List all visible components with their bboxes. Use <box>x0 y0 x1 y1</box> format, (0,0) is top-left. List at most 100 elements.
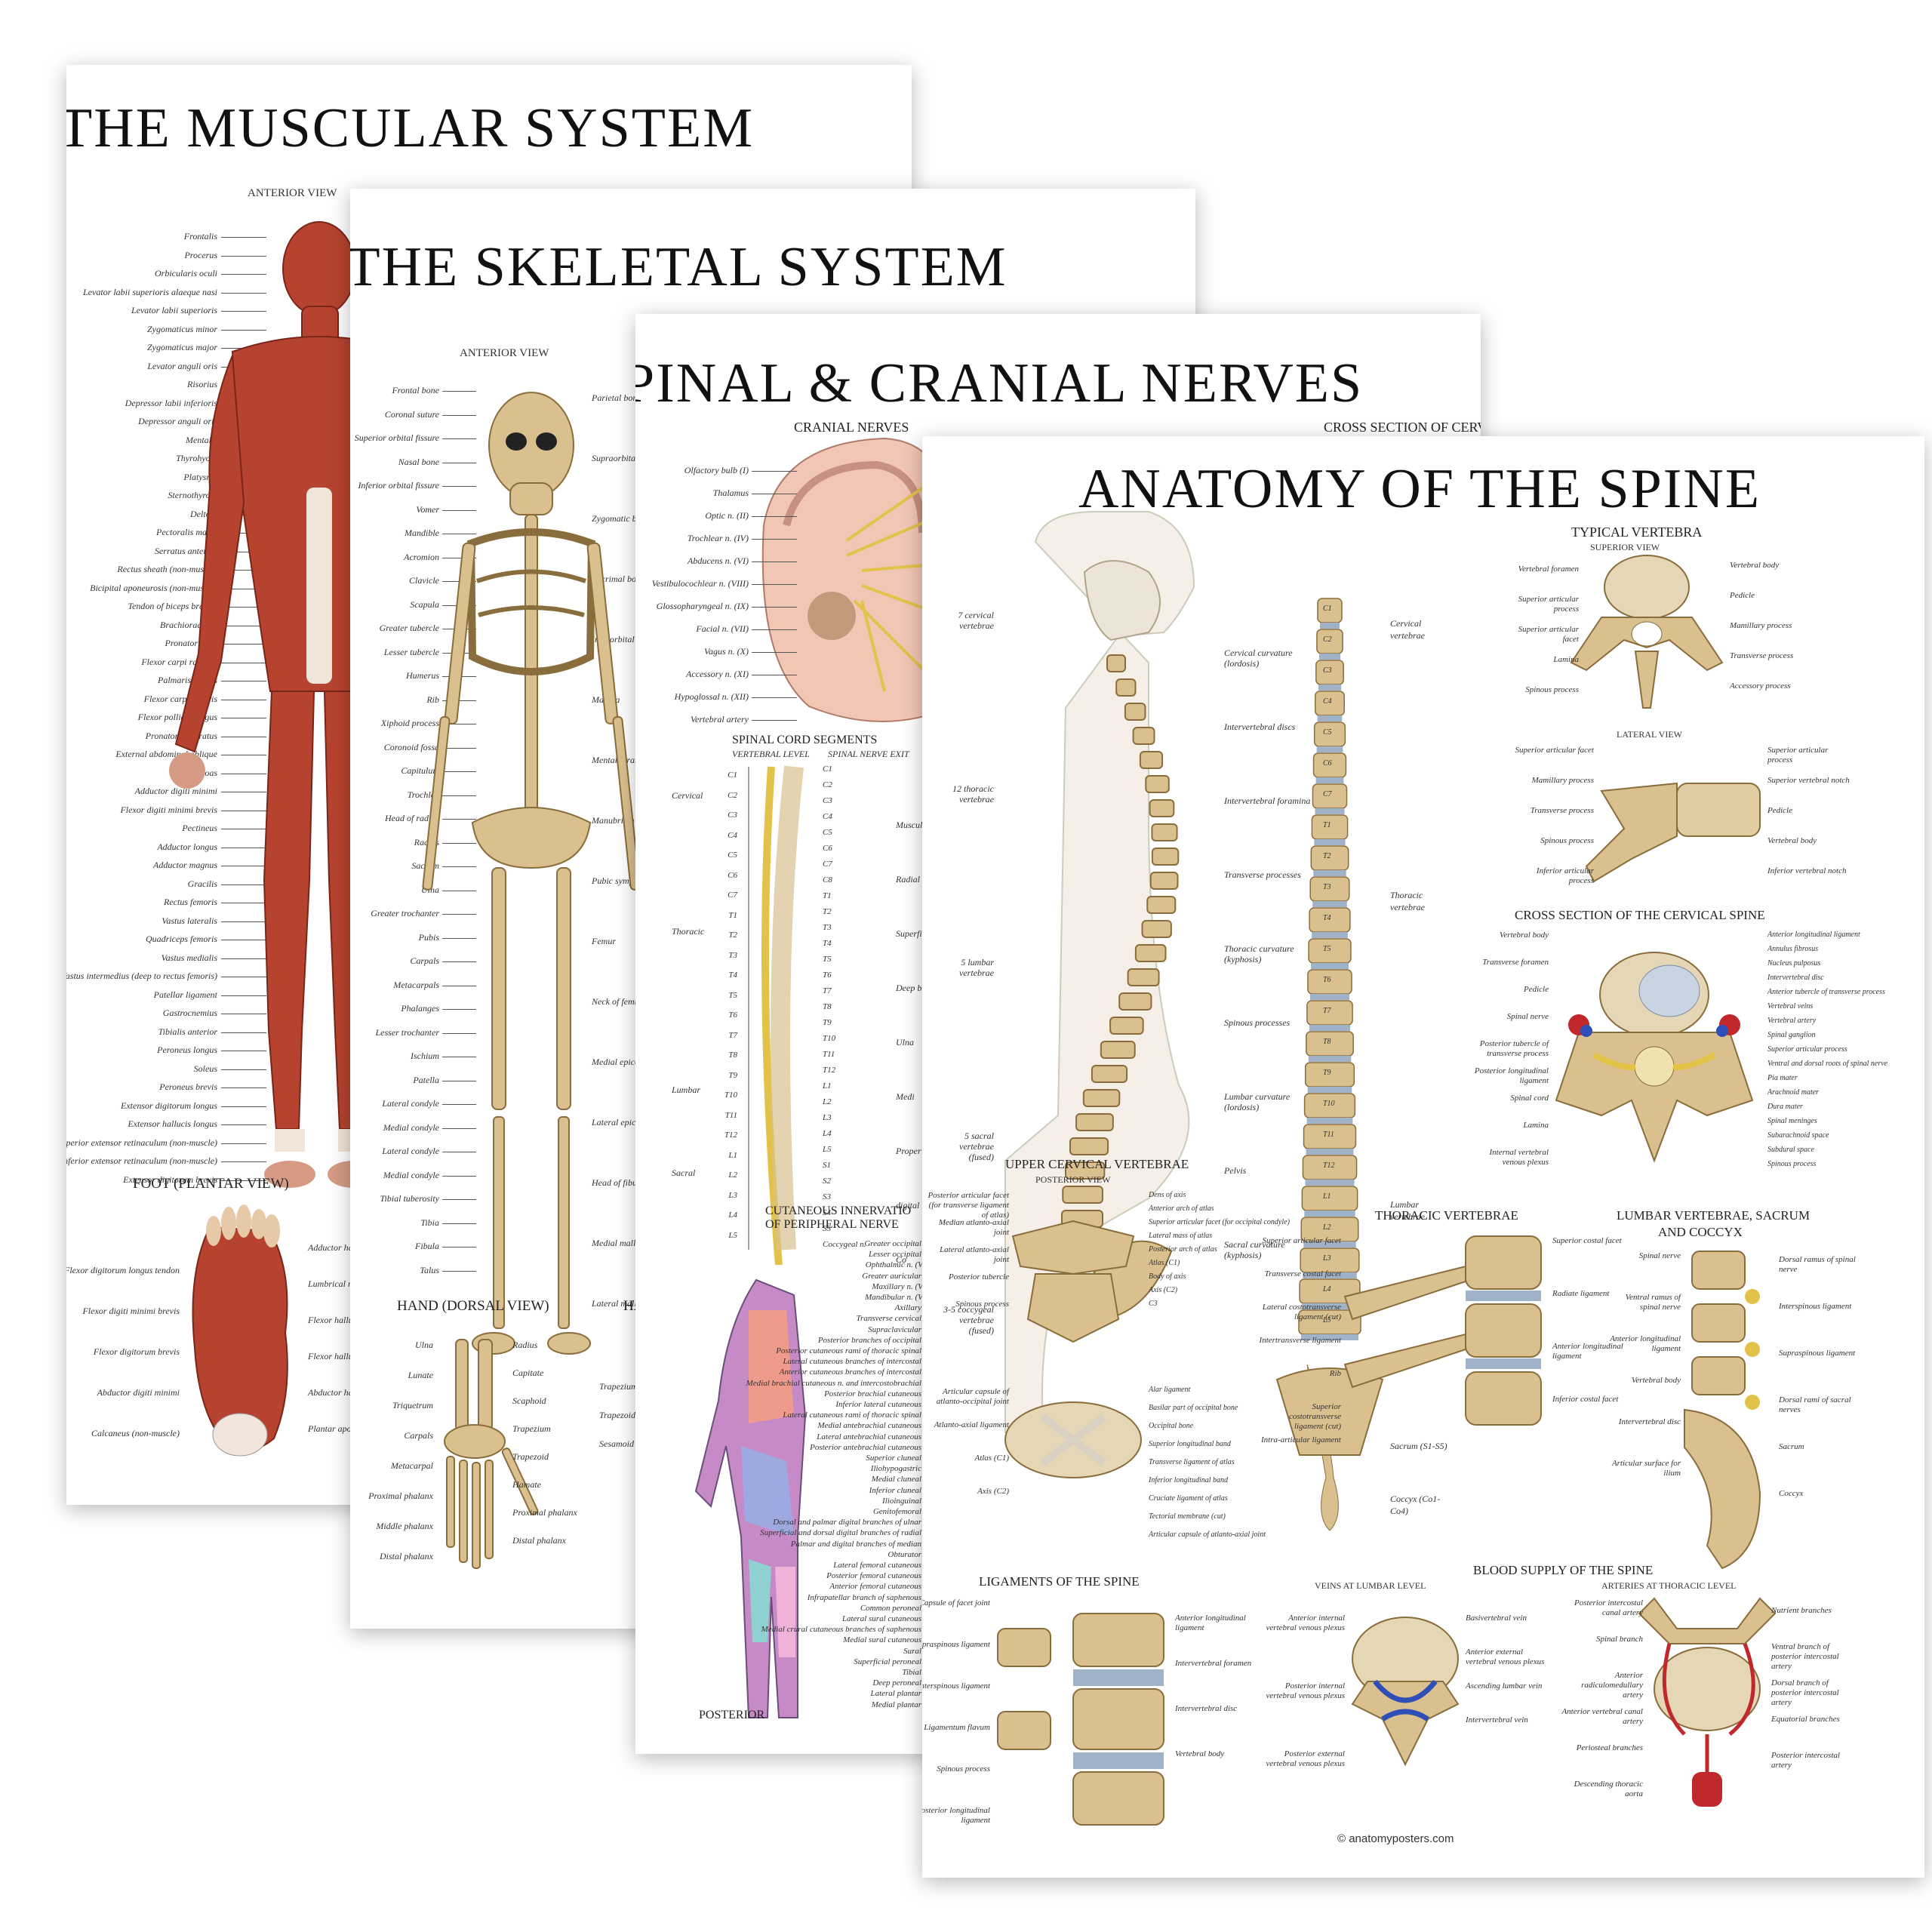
spinal-cord-illustration <box>748 765 804 1266</box>
column-disc <box>1317 715 1343 721</box>
cord-region-label: Thoracic <box>672 926 705 937</box>
vertebral-level: T8 <box>728 1051 737 1060</box>
vertebra-code: C5 <box>1323 728 1332 737</box>
vertebra-part-label: Lamina <box>1553 655 1579 664</box>
vertebral-level: T9 <box>728 1070 737 1080</box>
artery-label: Spinal branch <box>1595 1635 1643 1644</box>
cutaneous-nerve-label: Superficial peroneal n. <box>854 1657 930 1666</box>
cutaneous-nerve-label: Infrapatellar branch of saphenous n. <box>807 1592 930 1602</box>
leader-line <box>221 329 266 331</box>
vertebra-part-label: Pedicle <box>1767 806 1792 815</box>
lumbar-label: Ventral ramus of spinal nerve <box>1625 1293 1681 1312</box>
leader-line <box>442 1199 476 1200</box>
spine-feature-label: Sacral curvature (kyphosis) <box>1224 1239 1285 1260</box>
hand-bone-label: Middle phalanx <box>376 1521 433 1531</box>
leader-line <box>442 414 476 416</box>
thoracic-label: Superior costotransverse ligament (cut) <box>1288 1402 1341 1431</box>
cranial-nerve-label: Trochlear n. (IV) <box>687 533 749 543</box>
vertebral-level: L2 <box>728 1171 737 1180</box>
hand-section-title: HAND (DORSAL VIEW) <box>397 1298 549 1314</box>
thoracic-label: Inferior costal facet <box>1552 1395 1619 1404</box>
vertebra-part-label: Transverse process <box>1530 806 1594 815</box>
vertebra-part-label: Superior articular facet <box>1515 746 1595 755</box>
vertebral-level: T5 <box>728 990 737 1000</box>
bone-label: Coronoid fossa <box>383 741 439 752</box>
leader-line <box>442 961 476 962</box>
leader-line <box>442 391 476 392</box>
bone-label: Ischium <box>411 1051 439 1061</box>
cutaneous-nerve-label: Maxillary n. (V2) <box>872 1281 930 1291</box>
ligament-label: Posterior longitudinal ligament <box>922 1806 990 1825</box>
muscle-label: Flexor digiti minimi brevis <box>120 804 217 815</box>
side-vertebra <box>1132 727 1155 745</box>
cross-section-label: Internal vertebral venous plexus <box>1489 1148 1549 1167</box>
spine-feature-label: Spinous processes <box>1224 1017 1291 1028</box>
leader-line <box>442 1128 476 1129</box>
muscle-label: Pectoralis major <box>156 527 217 537</box>
ligaments-title: LIGAMENTS OF THE SPINE <box>979 1574 1140 1589</box>
foot-section-title: FOOT (PLANTAR VIEW) <box>133 1176 289 1192</box>
lumbar-label: Dorsal ramus of spinal nerve <box>1779 1255 1856 1274</box>
cross-section-label: Vertebral veins <box>1767 1002 1814 1011</box>
nerve-exit: C3 <box>823 796 832 805</box>
leader-line <box>221 1180 266 1181</box>
spine-region-label: 3-5 coccygeal vertebrae (fused) <box>943 1304 994 1336</box>
leader-line <box>442 819 476 820</box>
bone-label: Medial malle <box>592 1238 640 1248</box>
brain-illustration <box>761 437 953 722</box>
thoracic-illustration <box>1343 1235 1542 1426</box>
vertebra-code: T5 <box>1323 945 1331 953</box>
leader-line <box>221 1106 266 1107</box>
thoracic-label: Transverse costal facet <box>1264 1269 1341 1278</box>
column-disc <box>1312 932 1348 938</box>
column-disc <box>1318 654 1341 660</box>
cross-section-label: Spinal cord <box>1510 1094 1549 1103</box>
bone-label: Pubis <box>418 931 439 943</box>
muscle-label: Frontalis <box>183 231 217 242</box>
muscle-label: Adductor digiti minimi <box>134 786 217 796</box>
column-disc <box>1318 685 1342 691</box>
muscle-label: Tendon of biceps brachii <box>128 601 217 611</box>
hand-bone-label: Capitate <box>512 1367 544 1378</box>
bone-label: Capitulum <box>401 765 439 776</box>
muscle-label: Levator anguli oris <box>147 360 217 371</box>
cross-section-label: Spinal nerve <box>1506 1012 1549 1021</box>
muscle-label: Vastus intermedius (deep to rectus femor… <box>66 971 217 981</box>
muscle-label: Procerus <box>184 249 217 260</box>
column-disc <box>1303 1272 1357 1278</box>
cross-section-label: Anterior longitudinal ligament <box>1767 931 1860 939</box>
artery-label: Anterior vertebral canal artery <box>1561 1707 1643 1726</box>
column-disc <box>1307 1087 1352 1093</box>
side-vertebra <box>1141 920 1172 938</box>
posterior-view-label: POSTERIOR VIEW <box>1035 1174 1111 1185</box>
vertebral-level: T11 <box>724 1110 737 1120</box>
leader-line <box>442 1270 476 1272</box>
nerve-label-cut: Co <box>896 1254 907 1265</box>
bone-label: Parietal bone <box>592 392 641 403</box>
vertebral-level: T3 <box>728 950 737 960</box>
cranial-nerve-label: Vestibulocochlear n. (VIII) <box>651 578 749 589</box>
cranial-nerve-label: Vagus n. (X) <box>704 646 749 657</box>
leader-line <box>221 1032 266 1033</box>
muscle-label: Vastus lateralis <box>162 915 217 926</box>
cutaneous-nerve-label: Medial sural cutaneous n. <box>843 1635 930 1645</box>
hand-bone-label: Lunate <box>408 1370 433 1380</box>
bone-label: Tibial tuberosity <box>380 1193 439 1204</box>
hand-bone-label: Radius <box>512 1340 538 1350</box>
side-vertebra <box>1082 1089 1121 1107</box>
column-disc <box>1313 870 1346 876</box>
muscle-label: Serratus anterior <box>154 545 217 556</box>
cross-section-label: Spinous process <box>1767 1160 1817 1168</box>
hand-bone-label: Triquetrum <box>392 1400 433 1411</box>
nerve-exit: S2 <box>823 1177 831 1186</box>
vertebra-code: C7 <box>1323 790 1332 798</box>
hand-bone-label: Proximal phalanx <box>512 1507 577 1518</box>
bone-label: Coronal suture <box>384 408 439 420</box>
upper-cervical-label: Posterior arch of atlas <box>1149 1245 1217 1254</box>
vertebral-level: C5 <box>728 851 737 860</box>
column-region-label: Lumbar vertebrae <box>1390 1199 1425 1222</box>
blood-supply-title: BLOOD SUPPLY OF THE SPINE <box>1473 1563 1654 1577</box>
muscle-label: Sternothyroid <box>168 490 217 500</box>
nerve-exit: L2 <box>823 1097 832 1106</box>
side-vertebra <box>1062 1186 1103 1204</box>
